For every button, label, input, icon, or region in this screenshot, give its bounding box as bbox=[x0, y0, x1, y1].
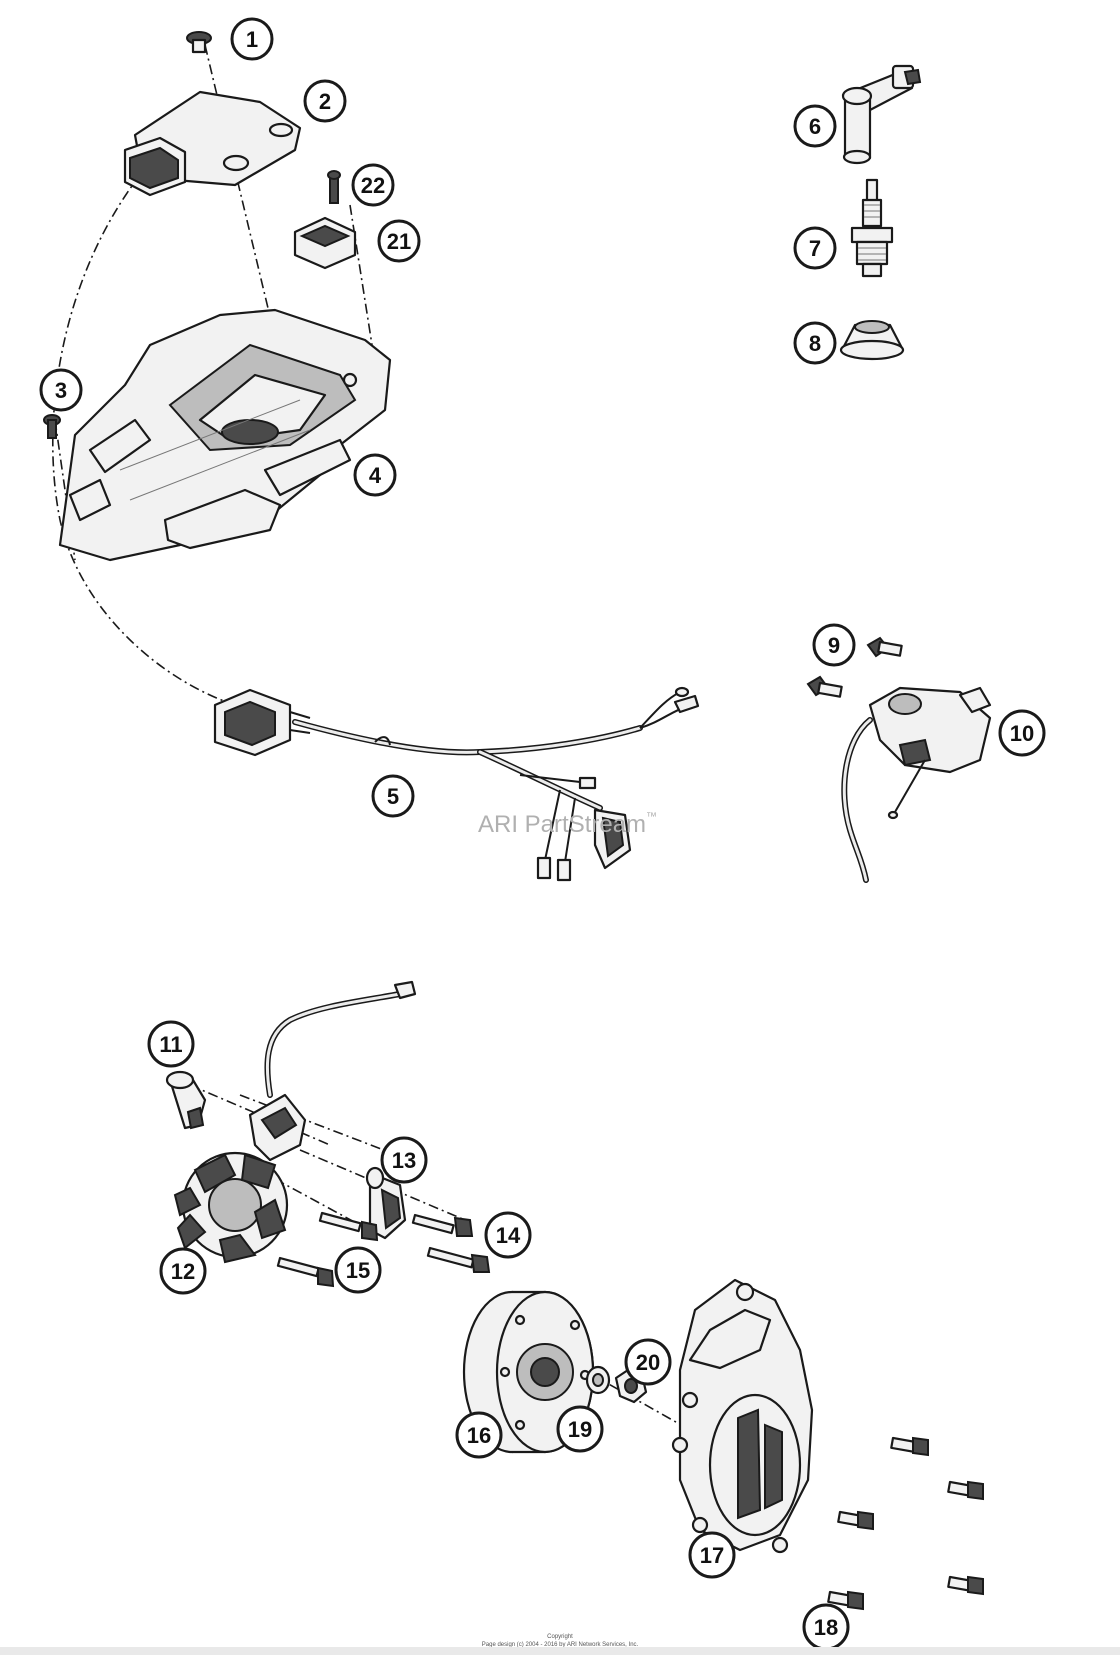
ecu-control-unit bbox=[123, 90, 302, 197]
watermark: ARI PartStream™ bbox=[478, 811, 657, 838]
callout-12[interactable]: 12 bbox=[159, 1247, 207, 1295]
watermark-tm: ™ bbox=[646, 811, 657, 823]
svg-text:11: 11 bbox=[159, 1032, 182, 1057]
callout-14[interactable]: 14 bbox=[484, 1211, 532, 1259]
stator bbox=[173, 1151, 289, 1264]
callouts: 1 2 3 4 5 6 7 8 bbox=[39, 17, 1046, 1651]
watermark-brand: ARI PartStream bbox=[478, 811, 646, 838]
callout-8[interactable]: 8 bbox=[793, 321, 837, 365]
rubber-mount-21 bbox=[293, 216, 357, 270]
svg-text:ARI PartStream™: ARI PartStream™ bbox=[478, 811, 657, 838]
svg-text:3: 3 bbox=[55, 378, 67, 403]
callout-15[interactable]: 15 bbox=[334, 1246, 382, 1294]
svg-text:1: 1 bbox=[246, 27, 258, 52]
callout-22[interactable]: 22 bbox=[351, 163, 395, 207]
spacer-13 bbox=[365, 1166, 407, 1240]
copyright-line2: Page design (c) 2004 - 2016 by ARI Netwo… bbox=[482, 1642, 639, 1648]
callout-21[interactable]: 21 bbox=[377, 219, 421, 263]
plug-boot bbox=[839, 320, 905, 361]
callout-18[interactable]: 18 bbox=[802, 1603, 850, 1651]
callout-13[interactable]: 13 bbox=[380, 1136, 428, 1184]
callout-20[interactable]: 20 bbox=[624, 1338, 672, 1386]
callout-11[interactable]: 11 bbox=[147, 1020, 195, 1068]
svg-text:18: 18 bbox=[814, 1615, 838, 1640]
svg-text:10: 10 bbox=[1010, 721, 1034, 746]
callout-19[interactable]: 19 bbox=[556, 1405, 604, 1453]
svg-text:2: 2 bbox=[319, 89, 331, 114]
callout-5[interactable]: 5 bbox=[371, 774, 415, 818]
spark-plug-connector bbox=[841, 64, 922, 165]
copyright-line1: Copyright bbox=[547, 1634, 573, 1640]
pickup-sensor bbox=[165, 980, 417, 1162]
svg-text:14: 14 bbox=[496, 1223, 521, 1248]
callout-6[interactable]: 6 bbox=[793, 104, 837, 148]
washer-19 bbox=[585, 1365, 611, 1395]
svg-text:9: 9 bbox=[828, 633, 840, 658]
callout-2[interactable]: 2 bbox=[303, 79, 347, 123]
callout-3[interactable]: 3 bbox=[39, 368, 83, 412]
svg-text:5: 5 bbox=[387, 784, 399, 809]
wire-harness bbox=[213, 686, 700, 882]
callout-17[interactable]: 17 bbox=[688, 1531, 736, 1579]
svg-text:22: 22 bbox=[361, 173, 385, 198]
svg-text:17: 17 bbox=[700, 1543, 724, 1568]
svg-text:4: 4 bbox=[369, 463, 382, 488]
ignition-cover bbox=[671, 1278, 814, 1554]
svg-text:21: 21 bbox=[387, 229, 411, 254]
screws-15 bbox=[276, 1211, 379, 1288]
svg-text:16: 16 bbox=[467, 1423, 491, 1448]
svg-text:7: 7 bbox=[809, 236, 821, 261]
callout-16[interactable]: 16 bbox=[455, 1411, 503, 1459]
svg-text:19: 19 bbox=[568, 1417, 592, 1442]
screws-18 bbox=[827, 1436, 984, 1611]
svg-text:6: 6 bbox=[809, 114, 821, 139]
svg-text:15: 15 bbox=[346, 1258, 370, 1283]
screw-22 bbox=[327, 170, 341, 204]
screw-3 bbox=[43, 414, 61, 439]
callout-4[interactable]: 4 bbox=[353, 453, 397, 497]
svg-text:20: 20 bbox=[636, 1350, 660, 1375]
callout-9[interactable]: 9 bbox=[812, 623, 856, 667]
copyright-notice: Copyright Page design (c) 2004 - 2016 by… bbox=[482, 1634, 639, 1648]
bottom-bar bbox=[0, 1647, 1120, 1655]
screw-1 bbox=[186, 31, 212, 54]
screws-9 bbox=[806, 636, 903, 698]
spark-plug bbox=[850, 178, 894, 278]
svg-text:12: 12 bbox=[171, 1259, 195, 1284]
ecu-holder-tray bbox=[58, 308, 392, 562]
svg-text:13: 13 bbox=[392, 1148, 416, 1173]
svg-text:8: 8 bbox=[809, 331, 821, 356]
ignition-coil bbox=[841, 686, 992, 883]
screws-14 bbox=[411, 1213, 491, 1273]
callout-1[interactable]: 1 bbox=[230, 17, 274, 61]
callout-7[interactable]: 7 bbox=[793, 226, 837, 270]
callout-10[interactable]: 10 bbox=[998, 709, 1046, 757]
